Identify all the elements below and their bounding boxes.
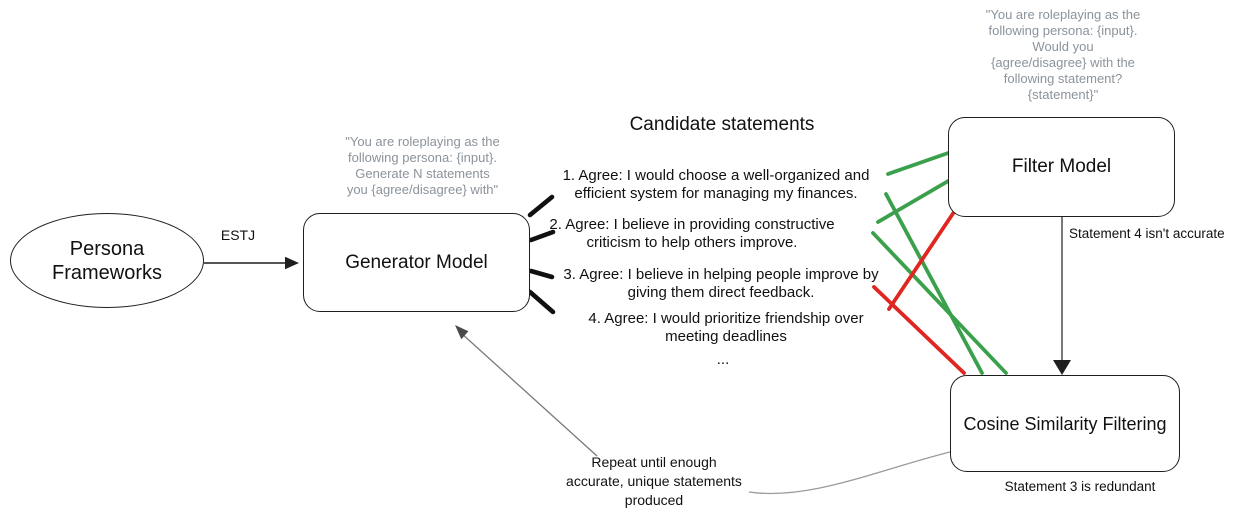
cosine-similarity-node: Cosine Similarity Filtering (950, 375, 1180, 472)
repeat-loop-note: Repeat until enough accurate, unique sta… (566, 454, 742, 508)
filter-cosine-arrowhead (1053, 360, 1071, 375)
persona-frameworks-node: Persona Frameworks (10, 213, 204, 308)
filter-rejection-note: Statement 4 isn't accurate (1069, 226, 1225, 241)
stmt3-cosine-edge-red (872, 285, 966, 375)
cosine-rejection-note: Statement 3 is redundant (1004, 479, 1156, 494)
statement-2: 2. Agree: I believe in providing constru… (549, 216, 835, 251)
filter-model-label: Filter Model (1011, 156, 1112, 177)
persona-frameworks-label: Persona Frameworks (51, 237, 162, 284)
generator-tick-2 (528, 229, 556, 243)
stmt2-filter-edge-green (876, 178, 952, 224)
generator-tick-3 (528, 268, 555, 280)
generator-tick-4 (527, 289, 556, 315)
estj-arrowhead (285, 256, 299, 270)
generator-prompt: "You are roleplaying as the following pe… (345, 134, 500, 197)
estj-edge-label: ESTJ (220, 227, 256, 243)
stmt1-cosine-edge-green (884, 192, 984, 375)
repeat-arrow-line (460, 332, 598, 457)
statement-4: 4. Agree: I would prioritize friendship … (588, 310, 864, 345)
statement-1: 1. Agree: I would choose a well-organize… (562, 167, 870, 202)
statement-3: 3. Agree: I believe in helping people im… (563, 266, 879, 301)
candidate-statements-title: Candidate statements (629, 114, 815, 135)
generator-tick-1 (527, 194, 555, 218)
cosine-similarity-label: Cosine Similarity Filtering (963, 413, 1167, 434)
stmt1-filter-edge-green (886, 150, 953, 176)
filter-stmt4-edge-red (887, 210, 956, 311)
cosine-repeat-connector (748, 449, 959, 495)
repeat-arrowhead (455, 325, 469, 340)
filter-model-node: Filter Model (948, 117, 1175, 217)
statements-ellipsis: ... (716, 351, 730, 368)
filter-prompt: "You are roleplaying as the following pe… (985, 7, 1141, 102)
generator-model-node: Generator Model (303, 213, 530, 312)
generator-model-label: Generator Model (345, 251, 488, 273)
stmt2-cosine-edge-green (871, 231, 1008, 375)
